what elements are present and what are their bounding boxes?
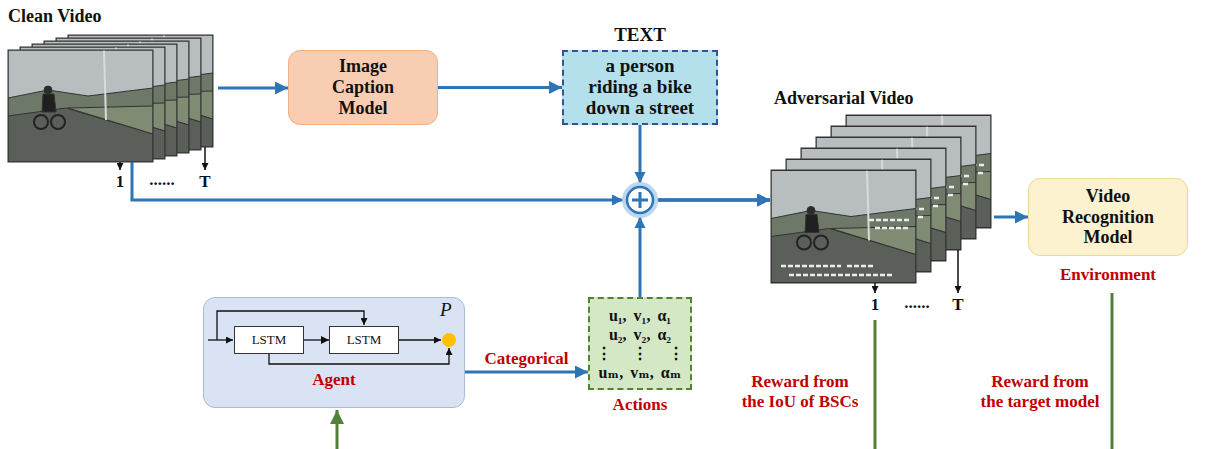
tick-arrow [957, 250, 959, 293]
label-holder: Reward from the target model [979, 372, 1102, 411]
label-holder: Environment [1029, 265, 1187, 285]
label-holder: ...... [904, 293, 930, 313]
arrow-connector [438, 86, 562, 89]
frame-index: 1 [116, 172, 125, 191]
actions-box: u₁, v₁, α₁u₂, v₂, α₂⋮ ⋮ ⋮uₘ, vₘ, αₘActio… [588, 297, 692, 390]
model-box: Video Recognition ModelEnvironment [1028, 178, 1188, 256]
reward-arrow [336, 410, 339, 449]
tick-arrow [119, 162, 121, 170]
video-title: Clean Video [8, 6, 218, 27]
frame-marks [781, 220, 911, 275]
text-box: a person riding a bike down a street [562, 50, 718, 125]
arrow-connector [132, 162, 770, 200]
tick-arrow [874, 283, 876, 293]
arrow-connector [218, 87, 288, 90]
action-rows: u₁, v₁, α₁u₂, v₂, α₂⋮ ⋮ ⋮uₘ, vₘ, αₘ [596, 306, 684, 382]
probability-label: P [440, 299, 452, 320]
reward-label: Reward from the target model [979, 372, 1102, 411]
output-arrow [399, 339, 441, 340]
action-row: uₘ, vₘ, αₘ [596, 363, 684, 382]
label-holder: Actions [590, 395, 690, 415]
video-title: Adversarial Video [774, 88, 994, 109]
text-node: TEXT a person riding a bike down a street [562, 22, 718, 125]
label-holder: Agent [204, 370, 464, 390]
frame-index: T [952, 295, 963, 314]
tick-arrow [204, 147, 206, 170]
role-label: Agent [312, 370, 355, 389]
video-frames: Clean Video [4, 6, 218, 162]
model-name: Video Recognition Model [1060, 186, 1156, 248]
box-heading: TEXT [562, 22, 718, 50]
lstm-box: LSTM [234, 326, 304, 354]
model-box: Image Caption Model [288, 50, 438, 125]
sum-glow [624, 184, 656, 216]
frame-index: ...... [149, 170, 175, 189]
label-holder: Categorical [484, 349, 568, 369]
sum-input-head [635, 172, 646, 183]
frame-border [771, 170, 916, 283]
frame-index: T [199, 172, 210, 191]
frame [771, 171, 916, 283]
sum-cross [632, 192, 648, 208]
probability-dot [442, 333, 456, 347]
lstm-box: LSTM [329, 326, 399, 354]
label-holder: 1 [116, 172, 125, 192]
label-holder: T [199, 172, 210, 192]
reward-label: Reward from the IoU of BSCs [740, 372, 861, 411]
arrow-connector [465, 371, 588, 374]
agent-box: P Agent LSTM LSTM [203, 297, 465, 408]
action-row: u₂, v₂, α₂ [596, 325, 684, 344]
label-holder: P [440, 299, 452, 321]
reward-line [1111, 293, 1114, 449]
label-holder: ...... [149, 170, 175, 190]
frame-ticks [120, 147, 958, 293]
action-row: u₁, v₁, α₁ [596, 306, 684, 325]
arrow-connector [994, 216, 1028, 219]
lstm-label: LSTM [347, 333, 382, 348]
arrow-connector [304, 339, 329, 340]
reward-line [874, 320, 877, 449]
role-label: Actions [613, 395, 668, 414]
model-name: Image Caption Model [330, 56, 397, 118]
label-holder: Reward from the IoU of BSCs [740, 372, 861, 411]
clean-video-frames [8, 35, 213, 162]
label-holder: 1 [871, 295, 880, 315]
edge-label: Categorical [484, 349, 568, 368]
lstm-label: LSTM [252, 333, 287, 348]
frame-border [8, 50, 153, 162]
sum-input-head [635, 217, 646, 228]
input-arrow [208, 339, 233, 340]
frame-index: 1 [871, 295, 880, 314]
sum-input-head [612, 195, 623, 206]
label-holder: T [952, 295, 963, 315]
video-frames: Adversarial Video [770, 88, 994, 285]
arrow-connector [640, 125, 770, 200]
arrow-connector [640, 200, 770, 297]
role-label: Environment [1060, 265, 1156, 284]
frame-index: ...... [904, 293, 930, 312]
frame [8, 50, 153, 162]
sum-circle [627, 187, 653, 213]
action-row: ⋮ ⋮ ⋮ [596, 344, 684, 363]
caption-text: a person riding a bike down a street [584, 56, 697, 119]
